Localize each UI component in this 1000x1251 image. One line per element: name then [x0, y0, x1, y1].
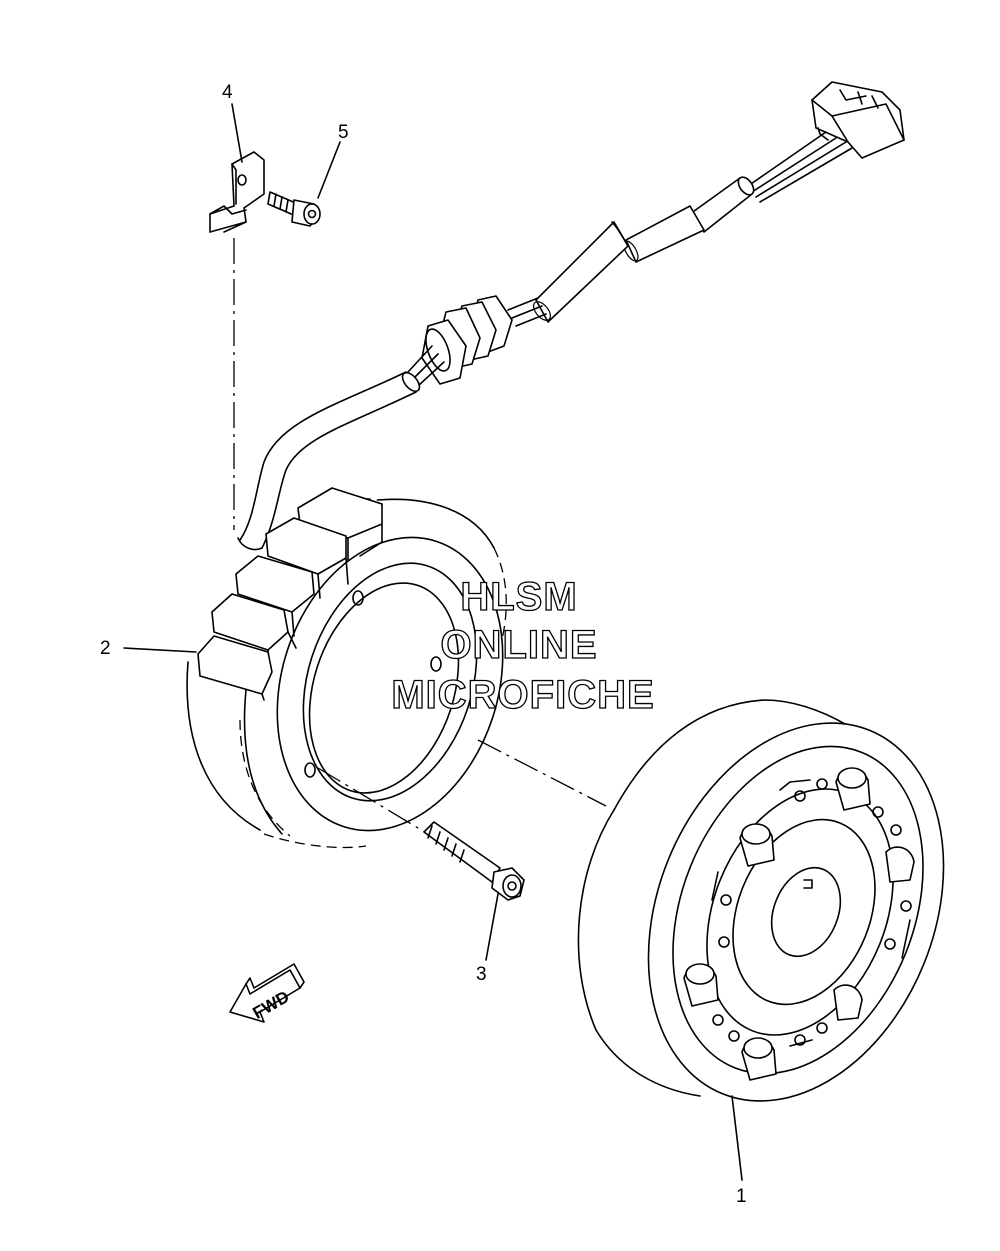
clamp-bracket [209, 151, 265, 233]
arrow-left-icon [229, 969, 301, 1023]
part-label-1: 1 [736, 1186, 747, 1207]
fwd-direction-marker: FWD [229, 963, 305, 1023]
rotor-boss-icon [683, 767, 915, 1081]
stator-assembly [186, 487, 507, 849]
rotor-holes [712, 778, 912, 1046]
part-label-5: 5 [338, 122, 349, 143]
watermark: HLSM ONLINE MICROFICHE [391, 574, 655, 717]
flywheel-rotor [477, 699, 945, 1102]
wire-harness [237, 81, 905, 551]
watermark-line-3: MICROFICHE [391, 673, 654, 717]
stator-coil-icon [197, 487, 383, 701]
bolt [317, 767, 525, 901]
part-label-2: 2 [100, 638, 111, 659]
watermark-line-1: HLSM [460, 575, 577, 619]
leader-lines [123, 103, 743, 1181]
wire-coupler-icon [811, 81, 905, 159]
part-label-4: 4 [222, 82, 233, 103]
part-label-3: 3 [476, 964, 487, 985]
screw [267, 191, 321, 227]
watermark-line-2: ONLINE [440, 623, 597, 667]
